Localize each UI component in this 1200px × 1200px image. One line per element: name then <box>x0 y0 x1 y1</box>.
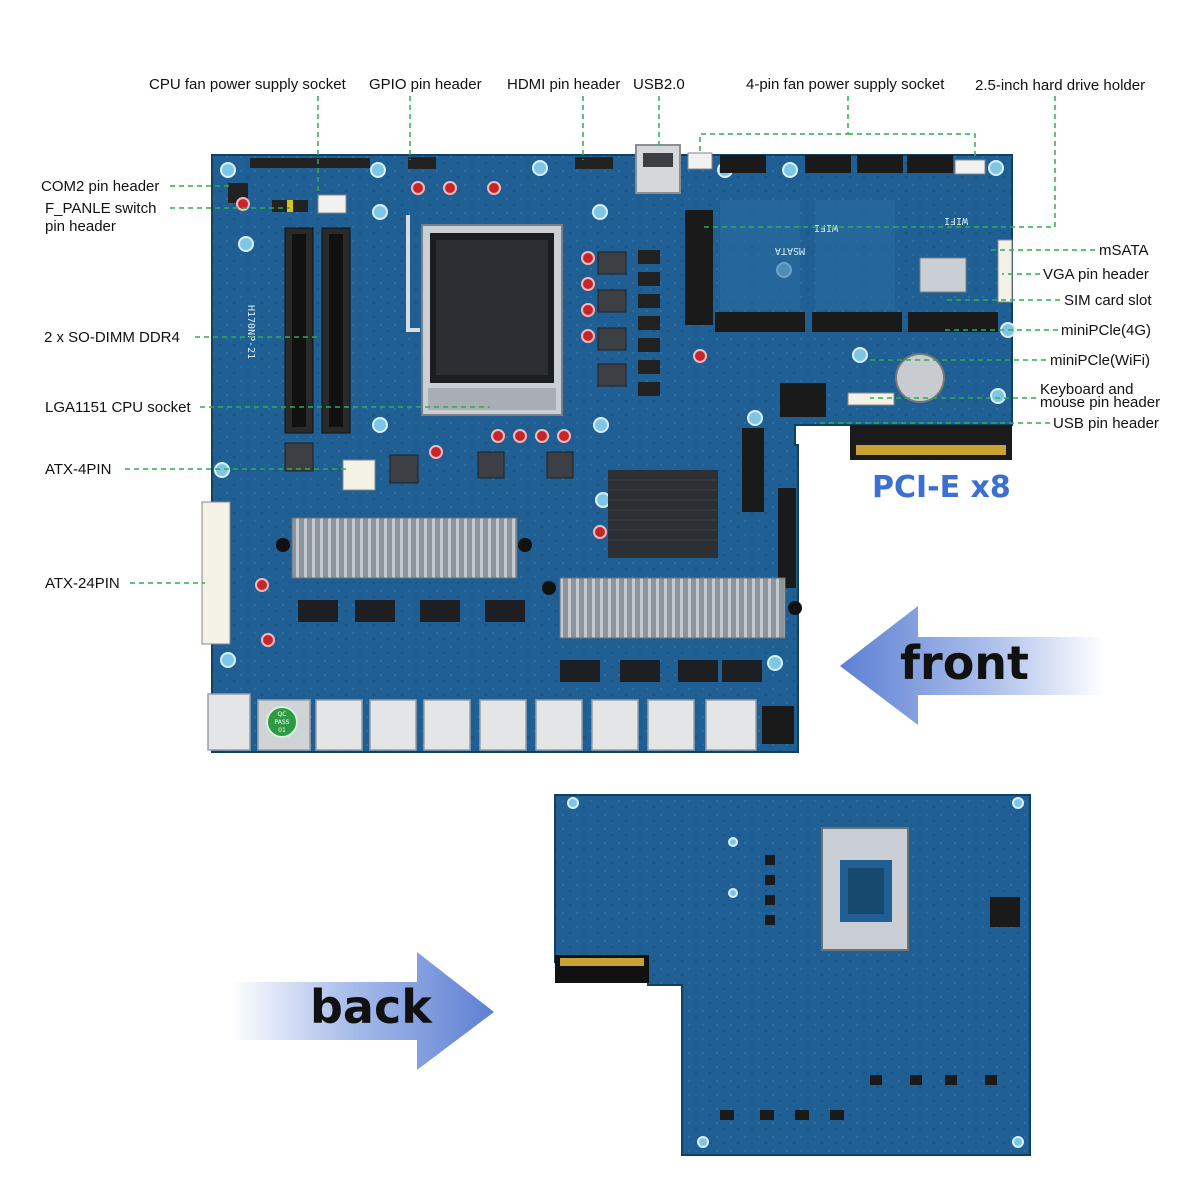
callout-fan4: 4-pin fan power supply socket <box>746 76 945 93</box>
callout-atx4: ATX-4PIN <box>45 461 112 478</box>
msata-silkscreen: MSATA <box>775 245 805 256</box>
callout-hdd: 2.5-inch hard drive holder <box>975 77 1146 94</box>
callout-lines <box>125 96 1095 584</box>
back-board <box>554 794 1031 1156</box>
callout-gpio: GPIO pin header <box>369 76 482 93</box>
callout-fpanel-line2: pin header <box>45 218 116 235</box>
front-label: front <box>900 636 1030 690</box>
callout-sim: SIM card slot <box>1064 292 1152 309</box>
qc-sticker-line2: PASS <box>275 719 290 726</box>
callout-lga: LGA1151 CPU socket <box>45 399 191 416</box>
callout-vga: VGA pin header <box>1043 266 1149 283</box>
callout-usb-header: USB pin header <box>1053 415 1159 432</box>
callout-usb2: USB2.0 <box>633 76 685 93</box>
pcie-x8-label: PCI-E x8 <box>872 470 1011 505</box>
callout-kbm-line2: mouse pin header <box>1040 394 1161 411</box>
callout-minipcie-4g: miniPCle(4G) <box>1061 322 1152 339</box>
callout-atx24: ATX-24PIN <box>45 575 120 592</box>
back-arrow <box>230 952 494 1070</box>
qc-sticker-line1: QC <box>278 711 287 718</box>
callout-fpanel-line1: F_PANLE switch <box>45 200 157 217</box>
front-board: QC PASS 01 H170NP-21 MSATA WIFI WIFI <box>201 144 1016 753</box>
callout-kbm-line1: Keyboard and <box>1040 381 1134 398</box>
callout-hdmi: HDMI pin header <box>507 76 621 93</box>
callout-sodimm: 2 x SO-DIMM DDR4 <box>44 329 180 346</box>
callout-com2: COM2 pin header <box>41 178 160 195</box>
wifi-silkscreen-2: WIFI <box>944 215 968 226</box>
callout-cpu-fan: CPU fan power supply socket <box>149 76 346 93</box>
qc-sticker-line3: 01 <box>278 727 286 734</box>
front-arrow <box>840 606 1105 725</box>
board-model-silkscreen: H170NP-21 <box>245 305 256 359</box>
back-label: back <box>310 980 432 1034</box>
callout-msata: mSATA <box>1099 242 1149 259</box>
callout-minipcie-wifi: miniPCle(WiFi) <box>1050 352 1150 369</box>
